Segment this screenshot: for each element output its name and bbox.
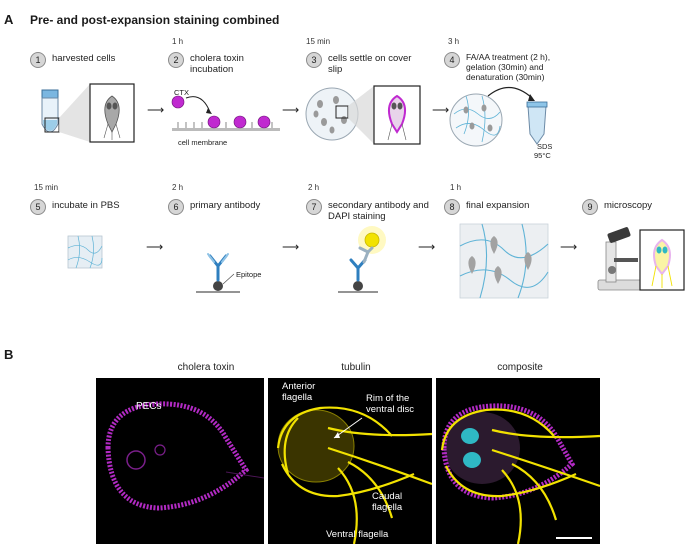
step-8-number: 8 bbox=[444, 199, 460, 215]
step-4-label: FA/AA treatment (2 h), gelation (30min) … bbox=[466, 52, 551, 82]
tube-cap bbox=[41, 89, 59, 99]
arrow-1-2: ⟶ bbox=[147, 103, 165, 117]
gel-disc bbox=[449, 93, 503, 147]
secondary-antibody-illustration bbox=[338, 226, 386, 293]
pbs-gel-illustration bbox=[67, 235, 103, 269]
harvested-cells-illustration bbox=[41, 83, 135, 143]
step-8-label: final expansion bbox=[466, 200, 530, 211]
column-tubulin: tubulin bbox=[341, 362, 371, 373]
arrow-3-4: ⟶ bbox=[432, 103, 450, 117]
step-6-label: primary antibody bbox=[190, 200, 261, 211]
micrograph-composite bbox=[436, 378, 600, 544]
epitope bbox=[213, 281, 223, 291]
membrane-label: cell membrane bbox=[178, 138, 228, 147]
ctx-molecule bbox=[171, 95, 185, 109]
step-2-time: 1 h bbox=[172, 37, 184, 46]
final-expansion-illustration bbox=[459, 223, 549, 299]
arrow-8-9: ⟶ bbox=[560, 240, 578, 254]
panel-a-letter: A bbox=[4, 12, 14, 27]
tube-liquid bbox=[43, 120, 57, 131]
step-9-label: microscopy bbox=[604, 200, 653, 211]
step-3-label: cells settle on cover slip bbox=[328, 53, 412, 75]
step-7-number: 7 bbox=[306, 199, 322, 215]
pec-ring bbox=[105, 401, 250, 511]
panel-b-letter: B bbox=[4, 347, 14, 362]
sds-tube bbox=[527, 105, 547, 145]
ctx-arrow bbox=[185, 96, 211, 113]
step-9-number: 9 bbox=[582, 199, 598, 215]
column-composite: composite bbox=[497, 362, 543, 373]
arrow-6-7: ⟶ bbox=[282, 240, 300, 254]
step-3-number: 3 bbox=[306, 52, 322, 68]
fluorophore bbox=[364, 232, 380, 248]
nucleus-2 bbox=[463, 452, 481, 468]
gelation-illustration bbox=[449, 86, 548, 147]
cholera-toxin-illustration bbox=[171, 95, 280, 131]
column-cholera-toxin: cholera toxin bbox=[177, 362, 235, 373]
step-3-time: 15 min bbox=[306, 37, 331, 46]
zoom-cone bbox=[59, 84, 90, 142]
step-5-number: 5 bbox=[30, 199, 46, 215]
step-4-time: 3 h bbox=[448, 37, 460, 46]
step-7-time: 2 h bbox=[308, 183, 320, 192]
step-8-time: 1 h bbox=[450, 183, 462, 192]
step-6-number: 6 bbox=[168, 199, 184, 215]
annotation-rim-ventral-disc: Rim of the ventral disc bbox=[366, 393, 415, 415]
nucleus-1 bbox=[461, 428, 479, 444]
sds-label: SDS bbox=[537, 142, 553, 151]
step-1-number: 1 bbox=[30, 52, 46, 68]
ctx-label: CTX bbox=[174, 88, 189, 97]
step-4-number: 4 bbox=[444, 52, 460, 68]
step-2-number: 2 bbox=[168, 52, 184, 68]
secondary-antibody bbox=[358, 246, 374, 264]
step-5-label: incubate in PBS bbox=[52, 200, 120, 211]
temp-label: 95°C bbox=[534, 151, 551, 160]
sds-arrow bbox=[487, 86, 533, 99]
step-1-label: harvested cells bbox=[52, 53, 116, 64]
annotation-ventral-flagella: Ventral flagella bbox=[326, 529, 389, 540]
primary-antibody-illustration bbox=[196, 253, 240, 293]
panel-a-title: Pre- and post-expansion staining combine… bbox=[30, 13, 280, 27]
annotation-anterior-flagella: Anterior flagella bbox=[282, 381, 316, 403]
arrow-5-6: ⟶ bbox=[146, 240, 164, 254]
annotation-caudal-flagella: Caudal flagella bbox=[372, 491, 403, 513]
step-6-time: 2 h bbox=[172, 183, 184, 192]
flagella bbox=[276, 406, 432, 544]
microscope-illustration bbox=[597, 227, 685, 291]
step-2-label: cholera toxin incubation bbox=[190, 53, 244, 75]
micrograph-cholera-toxin bbox=[96, 378, 264, 544]
annotation-pecs: PECs bbox=[136, 401, 162, 412]
cover-slip-illustration bbox=[305, 85, 421, 145]
arrow-2-3: ⟶ bbox=[282, 103, 300, 117]
membrane-line bbox=[172, 128, 280, 131]
step-5-time: 15 min bbox=[34, 183, 59, 192]
arrow-7-8: ⟶ bbox=[418, 240, 436, 254]
micrograph-tubulin bbox=[268, 378, 432, 544]
step-7-label: secondary antibody and DAPI staining bbox=[328, 200, 429, 222]
epitope-label: Epitope bbox=[236, 270, 262, 279]
